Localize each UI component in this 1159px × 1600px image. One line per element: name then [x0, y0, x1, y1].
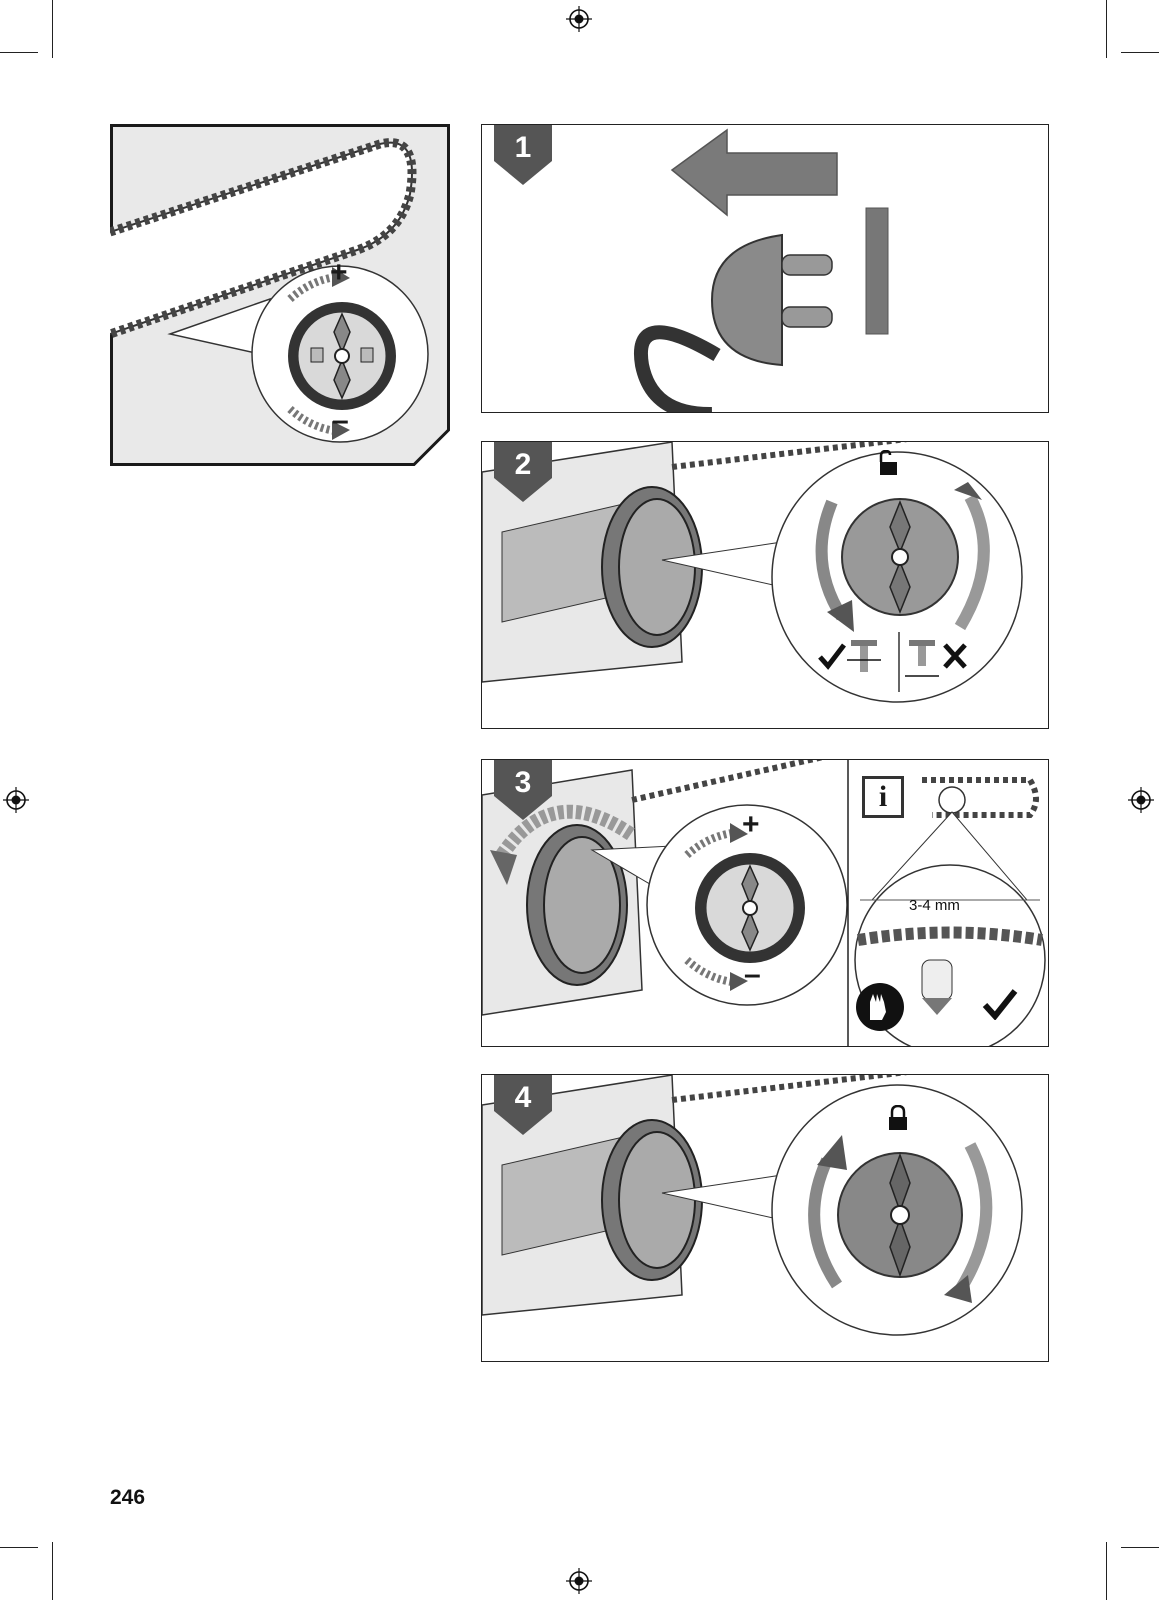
- crop-mark: [1106, 0, 1107, 58]
- crop-mark: [52, 1542, 53, 1600]
- crop-mark: [0, 52, 38, 53]
- page-number: 246: [110, 1486, 145, 1510]
- step-3-panel: + – 3-4 mm i 3: [481, 759, 1049, 1047]
- step-1-panel: 1: [481, 124, 1049, 413]
- registration-mark-icon: [1128, 787, 1154, 813]
- step-2-number: 2: [494, 448, 552, 482]
- step-2-panel: 2: [481, 441, 1049, 729]
- lock-icon: [887, 1105, 909, 1131]
- registration-mark-icon: [3, 787, 29, 813]
- info-icon: i: [862, 776, 904, 818]
- info-symbol: i: [879, 780, 887, 813]
- step-1-badge: 1: [494, 124, 552, 185]
- overview-illustration: + –: [110, 124, 450, 466]
- step-4-number: 4: [494, 1081, 552, 1115]
- step-4-panel: 4: [481, 1074, 1049, 1362]
- bolt-ok-icon: [847, 638, 881, 680]
- check-icon: [982, 988, 1018, 1020]
- measurement-label: 3-4 mm: [909, 897, 960, 914]
- step-1-number: 1: [494, 131, 552, 165]
- gloves-icon: [855, 982, 905, 1032]
- check-icon: [817, 642, 847, 670]
- crop-mark: [52, 0, 53, 58]
- plus-mark: +: [742, 808, 760, 842]
- unlock-icon: [877, 450, 899, 476]
- step-3-number: 3: [494, 766, 552, 800]
- crop-mark: [1106, 1542, 1107, 1600]
- crop-mark: [0, 1547, 38, 1548]
- plus-mark: +: [330, 256, 348, 290]
- step-3-badge: 3: [494, 759, 552, 820]
- minus-mark: –: [744, 958, 761, 992]
- bolt-loose-icon: [905, 638, 939, 680]
- minus-mark: –: [332, 404, 349, 438]
- registration-mark-icon: [566, 1568, 592, 1594]
- registration-mark-icon: [566, 6, 592, 32]
- cross-icon: [942, 642, 968, 670]
- crop-mark: [1121, 1547, 1159, 1548]
- step-2-badge: 2: [494, 441, 552, 502]
- crop-mark: [1121, 52, 1159, 53]
- step-4-badge: 4: [494, 1074, 552, 1135]
